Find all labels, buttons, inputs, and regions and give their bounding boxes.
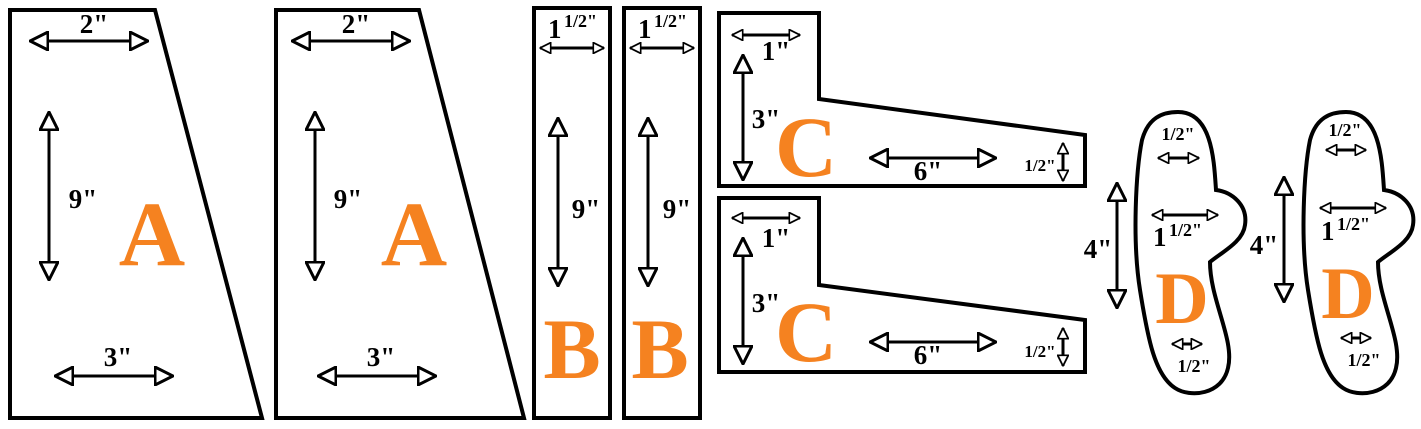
dimension-width-whole: 1 xyxy=(548,14,562,44)
piece-letter: C xyxy=(775,284,837,380)
dimension-height-label: 3" xyxy=(752,288,781,318)
dimension-end-label: 1/2" xyxy=(1024,156,1055,175)
piece-letter: A xyxy=(119,183,185,285)
dimension-bottom-label: 3" xyxy=(367,342,396,372)
dimension-height-label: 4" xyxy=(1084,234,1113,264)
piece-a-1-outline xyxy=(8,8,265,420)
dimension-length-label: 6" xyxy=(914,156,943,186)
dimension-height-label: 9" xyxy=(572,194,601,224)
piece-letter: A xyxy=(381,183,447,285)
dimension-width-whole: 1 xyxy=(638,14,652,44)
dimension-bottom-label: 1/2" xyxy=(1178,356,1211,376)
piece-d-2: 1/2" 1 1/2" 4" 1/2" D xyxy=(1250,109,1416,396)
piece-b-2: 1 1/2" 9" B xyxy=(622,6,702,420)
dimension-top-width-label: 1" xyxy=(762,223,791,253)
piece-a-2: 2" 9" 3" A xyxy=(274,8,527,420)
piece-b-1-outline xyxy=(532,6,612,420)
dimension-width-fraction: 1/2" xyxy=(564,11,597,31)
dimension-width-fraction: 1/2" xyxy=(654,11,687,31)
dimension-top-width-label: 1" xyxy=(762,36,791,66)
dimension-top-label: 1/2" xyxy=(1329,120,1362,140)
dimension-height-label: 4" xyxy=(1250,230,1279,260)
piece-d-2-outline xyxy=(1301,109,1416,396)
piece-letter: C xyxy=(775,99,837,195)
dimension-middle-fraction: 1/2" xyxy=(1169,220,1202,240)
dimension-length-label: 6" xyxy=(914,340,943,370)
dimension-bottom-label: 1/2" xyxy=(1348,350,1381,370)
dimension-top-label: 2" xyxy=(342,9,371,39)
piece-b-1: 1 1/2" 9" B xyxy=(532,6,612,420)
piece-letter: D xyxy=(1321,253,1374,335)
piece-a-1: 2" 9" 3" A xyxy=(8,8,265,420)
piece-c-2-outline xyxy=(717,196,1087,374)
dimension-top-label: 1/2" xyxy=(1162,124,1195,144)
piece-letter: D xyxy=(1155,258,1208,340)
dimension-middle-whole: 1 xyxy=(1321,216,1335,246)
dimension-height-label: 9" xyxy=(334,184,363,214)
piece-d-1: 1/2" 1 1/2" 4" 1/2" D xyxy=(1084,109,1248,396)
dimension-bottom-label: 3" xyxy=(104,342,133,372)
dimension-middle-fraction: 1/2" xyxy=(1337,214,1370,234)
piece-c-2: 1" 3" 6" 1/2" C xyxy=(717,196,1087,380)
dimension-height-label: 3" xyxy=(752,104,781,134)
dimension-end-label: 1/2" xyxy=(1024,342,1055,361)
piece-letter: B xyxy=(631,301,688,397)
piece-c-1: 1" 3" 6" 1/2" C xyxy=(717,11,1087,195)
dimension-middle-whole: 1 xyxy=(1153,222,1167,252)
piece-letter: B xyxy=(543,301,600,397)
piece-d-1-outline xyxy=(1133,109,1248,396)
piece-a-2-outline xyxy=(274,8,527,420)
piece-b-2-outline xyxy=(622,6,702,420)
dimension-top-label: 2" xyxy=(80,9,109,39)
piece-c-1-outline xyxy=(717,11,1087,188)
dimension-height-label: 9" xyxy=(69,184,98,214)
dimension-height-label: 9" xyxy=(663,194,692,224)
